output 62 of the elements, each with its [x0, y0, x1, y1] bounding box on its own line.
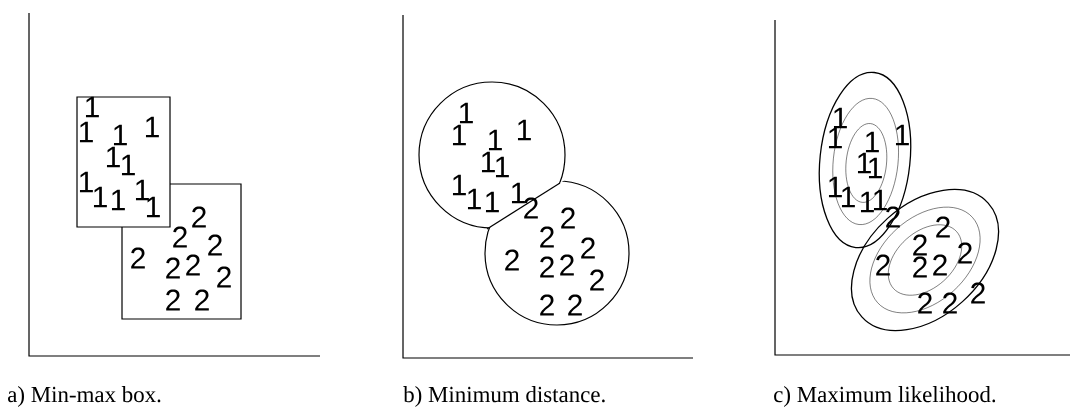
class-label: 1 [842, 186, 855, 208]
class-label: 1 [80, 171, 93, 193]
class-label: 2 [943, 292, 957, 314]
class-label: 2 [540, 256, 554, 278]
class-label: 2 [192, 206, 206, 228]
class-label: 1 [866, 131, 879, 153]
class-label: 2 [208, 234, 222, 256]
class-label: 2 [936, 216, 950, 238]
class-label: 1 [468, 188, 481, 210]
class-label: 1 [829, 127, 842, 149]
class-label: 1 [486, 191, 499, 213]
class-label: 1 [829, 176, 842, 198]
class-label: 1 [896, 124, 909, 146]
class-label: 2 [540, 294, 554, 316]
class-label: 2 [581, 237, 595, 259]
class-label: 2 [971, 282, 985, 304]
class-label: 2 [913, 234, 927, 256]
class-label: 1 [489, 129, 502, 151]
caption: b) Minimum distance. [403, 386, 605, 407]
class-label: 1 [112, 189, 125, 211]
class-label: 2 [913, 256, 927, 278]
class-label: 2 [186, 254, 200, 276]
class-label: 2 [560, 254, 574, 276]
class-label: 1 [453, 174, 466, 196]
class-label: 1 [869, 157, 882, 179]
class-label: 1 [460, 102, 473, 124]
class-label: 2 [958, 242, 972, 264]
class-label: 2 [166, 289, 180, 311]
class-label: 2 [195, 289, 209, 311]
class-label: 2 [505, 249, 519, 271]
class-label: 2 [540, 226, 554, 248]
class-label: 1 [858, 152, 871, 174]
class-label: 1 [122, 154, 135, 176]
class-label: 1 [861, 191, 874, 213]
class-label: 1 [80, 121, 93, 143]
class-label: 1 [512, 182, 525, 204]
class-label: 2 [173, 226, 187, 248]
class-label: 1 [107, 146, 120, 168]
class-label: 2 [561, 207, 575, 229]
class-label: 1 [136, 179, 149, 201]
class-label: 2 [876, 254, 890, 276]
class-label: 1 [94, 186, 107, 208]
class-label: 1 [496, 156, 509, 178]
class-label: 2 [131, 247, 145, 269]
class-label: 1 [453, 124, 466, 146]
class-label: 1 [114, 124, 127, 146]
class-label: 1 [834, 107, 847, 129]
class-label: 1 [874, 189, 887, 211]
caption: a) Min-max box. [8, 386, 161, 407]
class-label: 2 [166, 257, 180, 279]
class-label: 2 [918, 292, 932, 314]
class-label: 2 [933, 254, 947, 276]
class-label: 1 [86, 96, 99, 118]
class-label: 1 [482, 151, 495, 173]
class-label: 1 [146, 116, 159, 138]
caption: c) Maximum likelihood. [774, 386, 996, 407]
class-label: 2 [524, 197, 538, 219]
class-label: 2 [590, 269, 604, 291]
class-label: 2 [217, 266, 231, 288]
class-label: 2 [568, 294, 582, 316]
class-label: 1 [518, 119, 531, 141]
class-label: 1 [147, 196, 160, 218]
